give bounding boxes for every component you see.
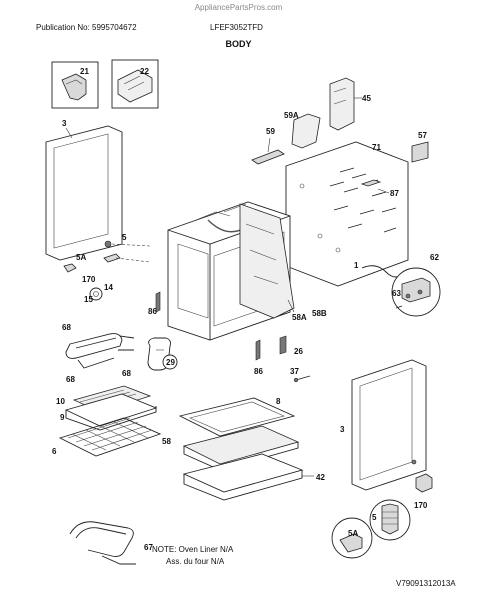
model-number: LFEF3052TFD — [210, 23, 263, 32]
callout-59: 59 — [266, 127, 275, 136]
callout-21: 21 — [80, 67, 89, 76]
part-5-5a-170-hardware[interactable]: 5 5A 170 — [63, 233, 151, 284]
publication-number: Publication No: 5995704672 — [36, 23, 137, 32]
part-3-door-left[interactable]: 3 — [45, 119, 123, 261]
diagram-code: V79091312013A — [396, 579, 456, 588]
part-29-guard[interactable]: 29 — [147, 337, 178, 371]
part-59-strip[interactable]: 59 — [251, 127, 285, 165]
callout-57: 57 — [418, 131, 427, 140]
part-59a-duct[interactable]: 59A — [284, 111, 321, 149]
part-170-hinge-right[interactable]: 170 — [411, 459, 433, 510]
part-42-bottom-tray[interactable]: 42 — [182, 453, 325, 501]
callout-9: 9 — [60, 413, 65, 422]
callout-1: 1 — [354, 261, 359, 270]
callout-6: 6 — [52, 447, 57, 456]
callout-68-top: 68 — [62, 323, 71, 332]
part-3-door-right[interactable]: 3 — [340, 359, 427, 491]
part-62-63-terminal-detail[interactable]: 62 63 — [391, 253, 441, 317]
callout-87: 87 — [390, 189, 399, 198]
callout-29: 29 — [166, 358, 175, 367]
callout-15: 15 — [84, 295, 93, 304]
callout-37: 37 — [290, 367, 299, 376]
callout-3-left: 3 — [62, 119, 67, 128]
callout-59a: 59A — [284, 111, 299, 120]
callout-5a-detail: 5A — [348, 529, 358, 538]
part-86-lower[interactable]: 86 — [254, 339, 263, 376]
part-67-element[interactable]: 67 — [69, 521, 153, 565]
callout-86-upper: 86 — [148, 307, 157, 316]
part-22-box[interactable]: 22 — [111, 59, 159, 109]
watermark: AppliancePartsPros.com — [194, 3, 283, 12]
part-21-box[interactable]: 21 — [51, 61, 99, 109]
callout-3-right: 3 — [340, 425, 345, 434]
callout-62: 62 — [430, 253, 439, 262]
callout-58b: 58B — [312, 309, 327, 318]
callout-71: 71 — [372, 143, 381, 152]
callout-5: 5 — [122, 233, 127, 242]
callout-68-bottom: 68 — [66, 375, 75, 384]
callout-68-right: 68 — [122, 369, 131, 378]
note-line-2: Ass. du four N/A — [166, 557, 225, 566]
callout-67: 67 — [144, 543, 153, 552]
part-57-plate[interactable]: 57 — [411, 131, 429, 163]
callout-10: 10 — [56, 397, 65, 406]
part-5a-detail-circle[interactable]: 5A — [331, 517, 373, 559]
part-71-back-panel[interactable]: 71 87 — [285, 141, 409, 287]
callout-26: 26 — [294, 347, 303, 356]
part-86-upper[interactable]: 86 — [148, 291, 161, 316]
callout-22: 22 — [140, 67, 149, 76]
callout-5-detail: 5 — [372, 513, 377, 522]
callout-63: 63 — [392, 289, 401, 298]
part-26-clip[interactable]: 26 — [279, 335, 303, 356]
part-8-drawer-top[interactable]: 8 — [178, 397, 296, 437]
part-14-15-grommet[interactable]: 14 15 — [84, 283, 113, 304]
callout-5a: 5A — [76, 253, 86, 262]
part-45-bracket[interactable]: 45 — [329, 77, 371, 131]
callout-8: 8 — [276, 397, 281, 406]
section-title: BODY — [225, 39, 252, 49]
part-6-oven-rack[interactable]: 6 — [52, 417, 162, 457]
callout-42: 42 — [316, 473, 325, 482]
callout-58: 58 — [162, 437, 171, 446]
part-68-bake-element[interactable]: 68 68 68 — [62, 323, 135, 384]
callout-45: 45 — [362, 94, 371, 103]
callout-170-right: 170 — [414, 501, 428, 510]
part-37-screw[interactable]: 37 — [290, 367, 311, 383]
callout-14: 14 — [104, 283, 113, 292]
callout-170: 170 — [82, 275, 96, 284]
callout-86-lower: 86 — [254, 367, 263, 376]
part-5-detail-circle[interactable]: 5 — [369, 499, 411, 541]
callout-58a: 58A — [292, 313, 307, 322]
part-10-9-broil-pan[interactable]: 10 9 — [56, 385, 158, 431]
note-line-1: NOTE: Oven Liner N/A — [152, 545, 234, 554]
part-58a-58b-insulation[interactable]: 58A 58B — [239, 203, 327, 322]
